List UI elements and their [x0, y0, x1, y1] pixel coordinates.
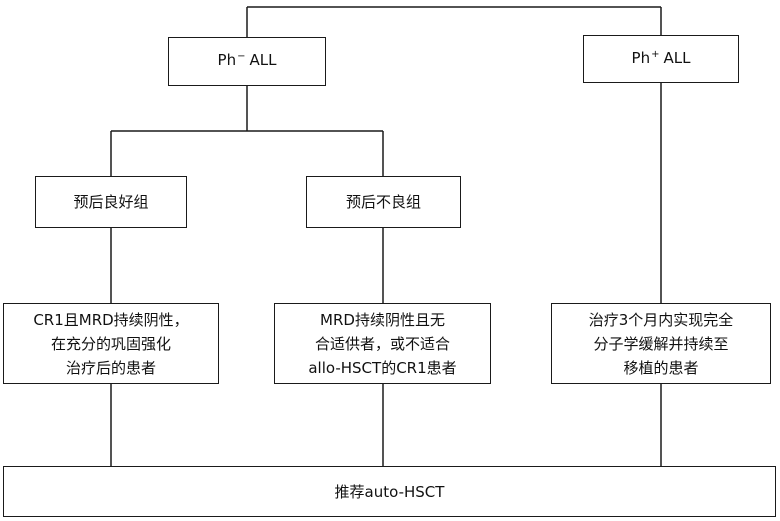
cmr-line-1: 治疗3个月内实现完全	[588, 310, 734, 329]
node-poor-prognosis: 预后不良组	[306, 176, 461, 228]
mrd-line-2: 合适供者，或不适合	[314, 334, 450, 353]
node-good-prognosis: 预后良好组	[35, 176, 187, 228]
cmr-line-3: 移植的患者	[623, 358, 699, 377]
node-recommend-auto-hsct: 推荐auto-HSCT	[3, 466, 776, 517]
cr1-line-3: 治疗后的患者	[65, 358, 156, 377]
ph-neg-sup: −	[237, 51, 246, 62]
ph-neg-suffix: ALL	[249, 51, 277, 69]
cmr-line-2: 分子学缓解并持续至	[593, 334, 729, 353]
ph-pos-suffix: ALL	[663, 48, 691, 67]
recommend-label: 推荐auto-HSCT	[334, 482, 445, 501]
node-cr1-mrd-negative: CR1且MRD持续阴性， 在充分的巩固强化 治疗后的患者	[3, 303, 219, 384]
ph-neg-prefix: Ph	[217, 51, 237, 69]
node-ph-negative-all: Ph−ALL	[168, 37, 326, 86]
cr1-line-1: CR1且MRD持续阴性，	[33, 310, 189, 329]
ph-pos-sup: +	[651, 48, 660, 60]
mrd-line-3: allo-HSCT的CR1患者	[308, 358, 457, 377]
cr1-line-2: 在充分的巩固强化	[50, 334, 171, 353]
node-mrd-negative-no-donor: MRD持续阴性且无 合适供者，或不适合 allo-HSCT的CR1患者	[274, 303, 491, 384]
node-complete-molecular-remission: 治疗3个月内实现完全 分子学缓解并持续至 移植的患者	[551, 303, 771, 384]
good-prognosis-label: 预后良好组	[73, 193, 149, 211]
node-ph-positive-all: Ph+ALL	[583, 35, 739, 83]
ph-pos-prefix: Ph	[631, 48, 651, 67]
poor-prognosis-label: 预后不良组	[345, 193, 421, 211]
mrd-line-1: MRD持续阴性且无	[320, 310, 445, 329]
